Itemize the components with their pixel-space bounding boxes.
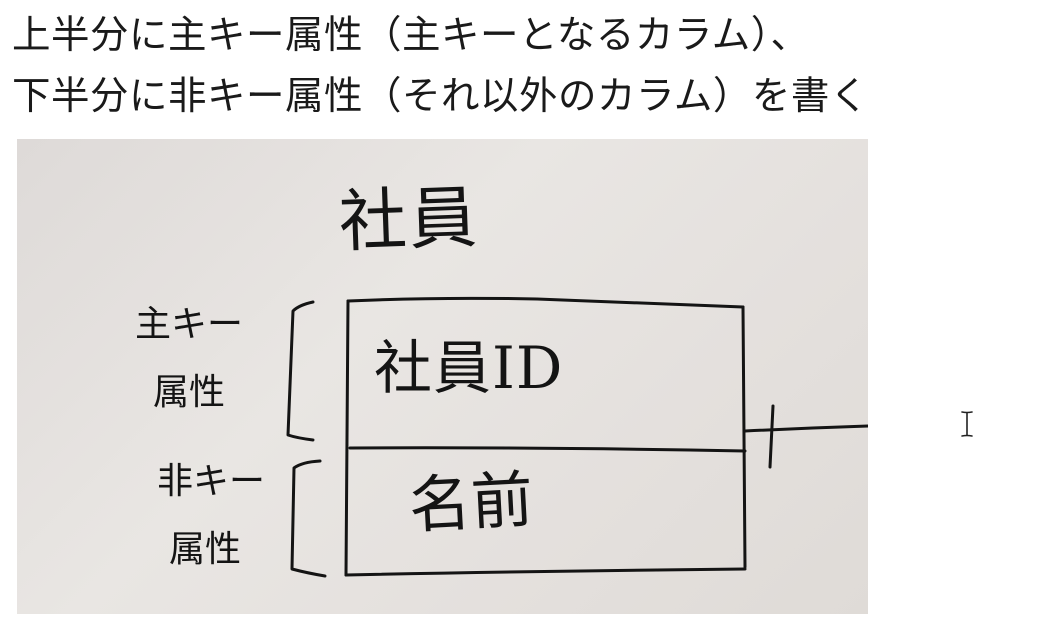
- entity-box-left: [344, 299, 350, 577]
- pk-label-line2: 属性: [153, 372, 226, 413]
- entity-name: 社員: [337, 178, 481, 263]
- nonkey-label-line1: 非キー: [157, 461, 266, 502]
- entity-box-drawing: [286, 296, 868, 578]
- pk-bracket: [286, 300, 315, 442]
- relationship-tick: [768, 404, 775, 469]
- whiteboard-photo: 社員 社員ID 名前 主キー 属性 非キー 属性: [17, 139, 868, 614]
- text-cursor-icon: [961, 411, 973, 437]
- caption-line-2: 下半分に非キー属性（それ以外のカラム）を書く: [12, 74, 869, 119]
- non-key-column: 名前: [407, 462, 535, 543]
- nonkey-bracket: [290, 459, 327, 578]
- caption-line-1: 上半分に主キー属性（主キーとなるカラム）、: [12, 13, 810, 58]
- entity-box-right: [741, 305, 747, 569]
- pk-label-line1: 主キー: [135, 304, 244, 345]
- relationship-line: [743, 424, 868, 433]
- entity-box-divider: [348, 446, 747, 453]
- entity-box-bottom: [344, 567, 747, 577]
- entity-box-top: [346, 296, 745, 309]
- nonkey-label-line2: 属性: [169, 529, 242, 570]
- primary-key-column: 社員ID: [374, 334, 564, 402]
